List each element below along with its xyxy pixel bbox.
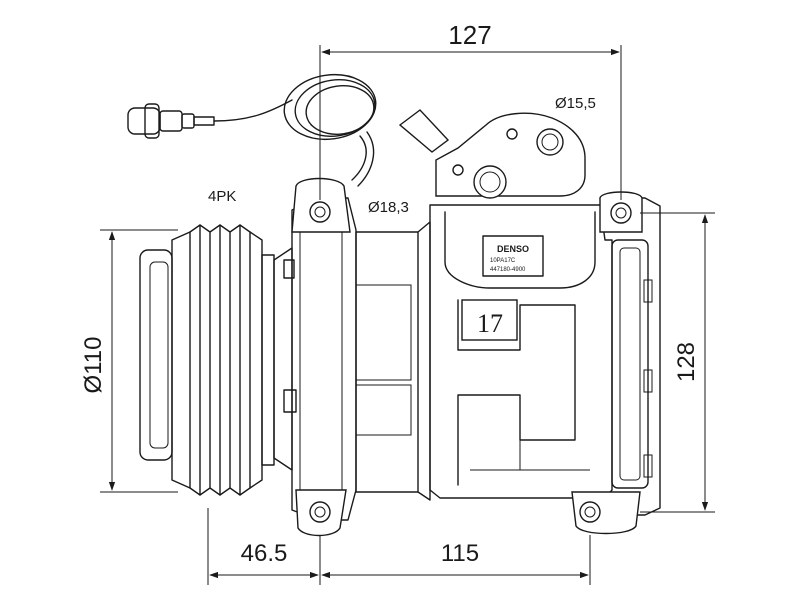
dim-top-width-text: 127 <box>448 20 491 50</box>
pulley-grooves <box>171 224 275 496</box>
plate-model: 10PA17C <box>490 258 516 264</box>
plate-brand: DENSO <box>497 244 529 254</box>
compressor-body <box>273 109 661 537</box>
dimension-pulley-diameter: Ø110 <box>80 229 178 493</box>
electrical-connector <box>127 73 377 187</box>
clutch-front-plate <box>139 249 173 461</box>
dimension-height: 128 <box>640 212 715 513</box>
plate-part-number: 447180-4900 <box>490 267 526 273</box>
dimension-bottom: 46.5 115 <box>207 508 591 585</box>
dim-height-text: 128 <box>673 342 700 382</box>
dim-port-right-text: Ø15,5 <box>555 95 596 112</box>
body-marking: 17 <box>461 299 518 341</box>
pulley-type-text: 4PK <box>208 188 236 205</box>
dim-mount-width-text: 115 <box>441 540 479 567</box>
dim-clutch-offset-text: 46.5 <box>241 540 288 567</box>
dimension-top-width: 127 <box>319 20 622 200</box>
dim-pulley-diameter-text: Ø110 <box>80 337 107 394</box>
label-plate: DENSO 10PA17C 447180-4900 <box>482 235 544 277</box>
dim-port-left-text: Ø18,3 <box>368 199 409 216</box>
body-marking-text: 17 <box>477 309 503 338</box>
